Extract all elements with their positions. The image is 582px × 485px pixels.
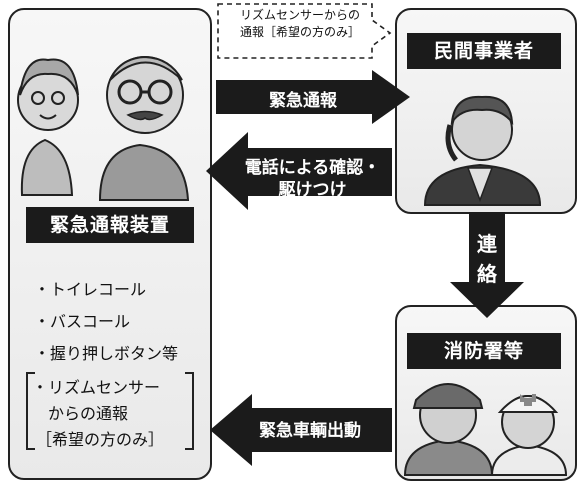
phone-confirm-label-1: 電話による確認・ xyxy=(244,158,381,178)
device-title: 緊急通報装置 xyxy=(26,207,194,243)
rhythm-note-line1: リズムセンサーからの xyxy=(239,8,360,22)
company-title: 民間事業者 xyxy=(407,33,561,69)
rhythm-sensor-note: リズムセンサーからの 通報［希望の方のみ］ xyxy=(220,4,380,61)
list-item-toilet-call: ・トイレコール xyxy=(34,280,147,299)
contact-arrow xyxy=(450,212,524,318)
list-item-push-button: ・握り押しボタン等 xyxy=(34,344,179,363)
bracket-line-3: ［希望の方のみ］ xyxy=(36,430,165,449)
right-bracket xyxy=(185,372,194,450)
rhythm-note-line2: 通報［希望の方のみ］ xyxy=(239,25,360,39)
left-bracket xyxy=(26,372,35,450)
rhythm-sensor-bracket: ・リズムセンサー からの通報 ［希望の方のみ］ xyxy=(26,372,194,450)
list-item-bath-call: ・バスコール xyxy=(34,312,131,331)
emergency-call-label: 緊急通報 xyxy=(269,91,337,111)
vehicle-dispatch-arrow xyxy=(210,394,392,466)
elderly-couple-illustration xyxy=(17,55,190,201)
rhythm-sensor-arrow xyxy=(217,3,392,59)
bracket-line-1: ・リズムセンサー xyxy=(32,378,161,397)
phone-confirm-label-2: 駆けつけ xyxy=(278,180,347,200)
phone-confirm-arrow xyxy=(206,132,392,210)
emergency-call-arrow xyxy=(216,70,410,124)
bracket-line-2: からの通報 xyxy=(48,404,129,423)
contact-label-2: 絡 xyxy=(477,262,497,286)
vehicle-dispatch-label: 緊急車輌出動 xyxy=(259,421,361,441)
rescue-staff-illustration xyxy=(403,383,568,476)
fire-station-title: 消防署等 xyxy=(407,333,561,369)
contact-label-1: 連 xyxy=(477,232,497,256)
businessman-illustration xyxy=(423,95,542,206)
